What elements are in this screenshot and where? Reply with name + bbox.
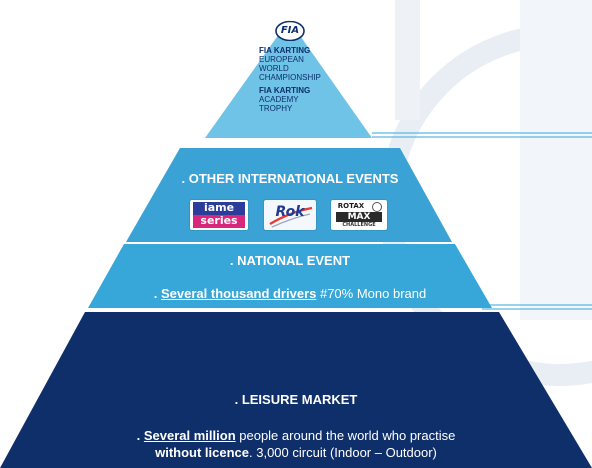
- leisure-prefix: .: [136, 428, 144, 443]
- leisure-line-1: . Several million people around the worl…: [46, 428, 546, 443]
- tier-national-shape: [88, 244, 492, 308]
- brp-badge-icon: [372, 202, 382, 212]
- fia-logo-icon: [275, 20, 305, 42]
- leisure-line-2: without licence. 3,000 circuit (Indoor –…: [46, 445, 546, 460]
- top-line-1: FIA KARTING: [259, 46, 311, 55]
- international-title: . OTHER INTERNATIONAL EVENTS: [181, 171, 399, 186]
- top-tier-text: FIA KARTING EUROPEAN WORLD CHAMPIONSHIP …: [259, 46, 359, 116]
- iame-series-logo: iame series: [190, 200, 248, 230]
- rok-logo-text: Rok: [275, 204, 305, 220]
- rotax-max-logo: ROTAX MAX CHALLENGE: [331, 200, 387, 230]
- top-line-2: EUROPEAN: [259, 55, 304, 64]
- leisure-title: . LEISURE MARKET: [234, 392, 358, 407]
- rok-swoosh-icon: [269, 206, 313, 228]
- rotax-logo-text: ROTAX: [337, 202, 365, 210]
- leisure-line1-rest: people around the world who practise: [235, 428, 456, 443]
- top-line-3: WORLD: [259, 64, 289, 73]
- national-detail: . Several thousand drivers #70% Mono bra…: [90, 286, 490, 301]
- national-suffix: #70% Mono brand: [316, 286, 427, 301]
- challenge-logo-text: CHALLENGE: [342, 222, 376, 228]
- leisure-bold: without licence: [155, 445, 250, 460]
- fia-logo: FIA: [275, 20, 305, 42]
- iame-logo-line2: series: [193, 215, 245, 228]
- national-title: . NATIONAL EVENT: [229, 253, 351, 268]
- rok-cup-logo: Rok: [264, 200, 316, 230]
- iame-logo-line1: iame: [193, 202, 245, 215]
- national-prefix: .: [153, 286, 162, 301]
- fia-logo-text: FIA: [280, 25, 300, 36]
- national-highlight: Several thousand drivers: [161, 286, 317, 301]
- max-logo-text: MAX: [336, 212, 382, 222]
- top-line-5: FIA KARTING: [259, 86, 311, 95]
- top-line-6: ACADEMY: [259, 95, 299, 104]
- top-line-7: TROPHY: [259, 104, 293, 113]
- top-line-4: CHAMPIONSHIP: [259, 73, 321, 82]
- tier-leisure-shape: [0, 312, 592, 468]
- leisure-highlight: Several million: [143, 428, 236, 443]
- leisure-line2-rest: . 3,000 circuit (Indoor – Outdoor): [249, 445, 437, 460]
- tier-top-shape: [205, 20, 372, 138]
